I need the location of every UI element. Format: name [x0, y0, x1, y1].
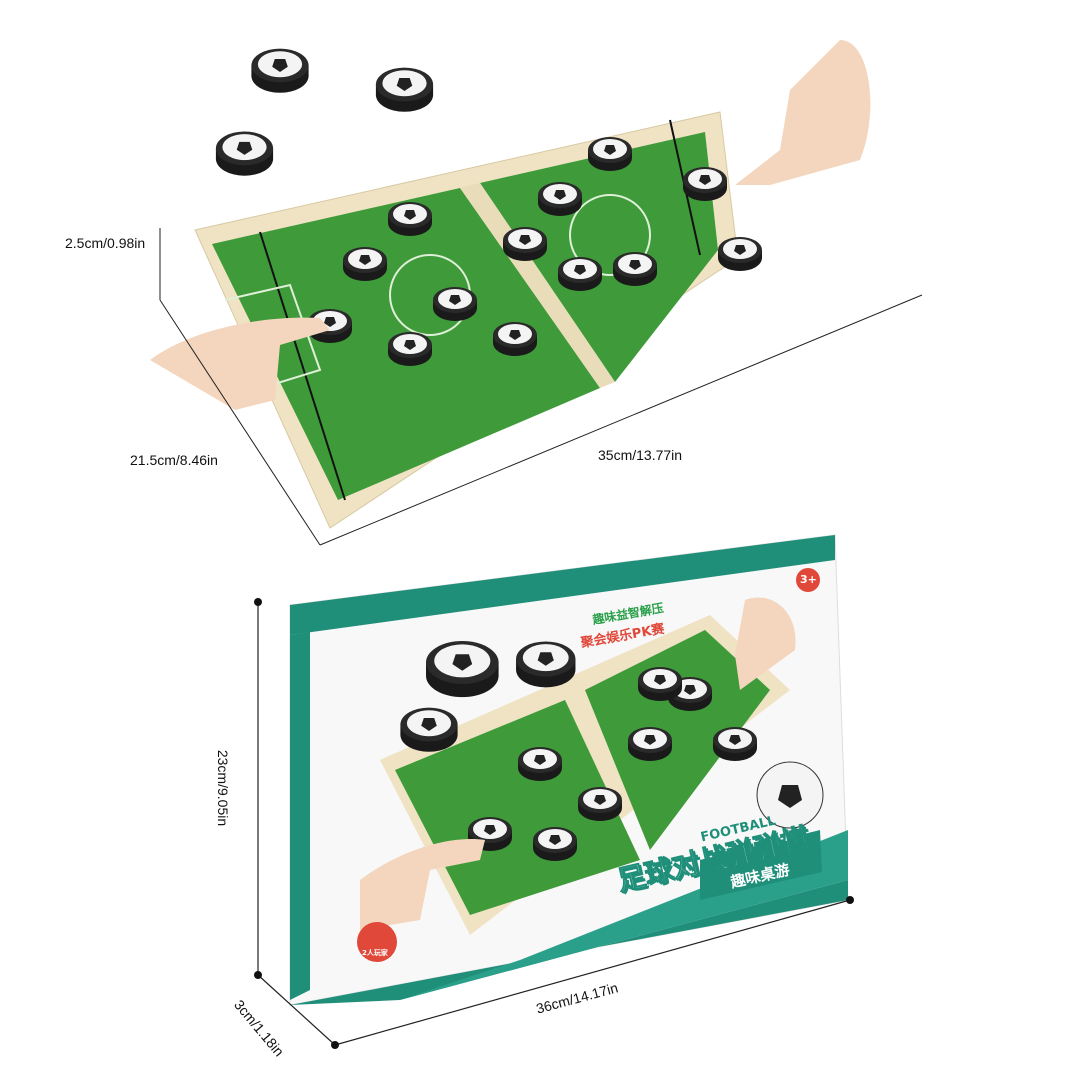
- players-badge: 2人玩家: [362, 949, 388, 957]
- board-height-label: 2.5cm/0.98in: [65, 235, 146, 251]
- age-badge: 3+: [800, 573, 817, 586]
- dimension-endpoints: [254, 598, 854, 1049]
- hands: [150, 40, 871, 410]
- wooden-board: [194, 111, 762, 529]
- box-dimension-lines: [257, 602, 851, 1046]
- box-height-label: 23cm/9.05in: [215, 749, 232, 827]
- board-width-label: 21.5cm/8.46in: [130, 452, 218, 468]
- game-box: [289, 534, 849, 1006]
- board-length-label: 35cm/13.77in: [598, 447, 683, 463]
- loose-pucks: [215, 48, 434, 176]
- board-dimension-lines: [159, 228, 923, 546]
